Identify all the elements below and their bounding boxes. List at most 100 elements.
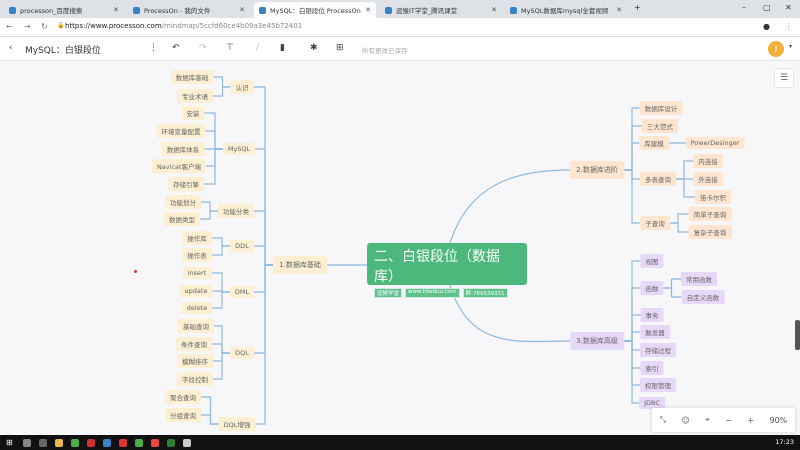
root-node[interactable]: 二、白银段位（数据库） 逗猴学堂 www.hlieduu.com 群:78953… <box>367 243 527 298</box>
topic-node[interactable]: MySQL <box>222 143 256 155</box>
mindmap-canvas[interactable]: 二、白银段位（数据库） 逗猴学堂 www.hlieduu.com 群:78953… <box>0 61 800 435</box>
chevron-down-icon[interactable]: ▾ <box>789 43 793 50</box>
magic-icon[interactable]: ✱ <box>310 43 318 53</box>
back-chevron-icon[interactable]: ‹ <box>9 43 13 53</box>
subtopic-node[interactable]: 自定义函数 <box>681 290 725 304</box>
topic-node[interactable]: 功能分类 <box>218 204 254 218</box>
subtopic-node[interactable]: 功能划分 <box>165 195 201 209</box>
subtopic-node[interactable]: 专业术语 <box>177 89 213 103</box>
zoom-in-button[interactable]: + <box>747 415 755 425</box>
topic-node[interactable]: DQL <box>230 347 254 359</box>
minimize-button[interactable]: – <box>742 3 746 12</box>
search-icon[interactable] <box>22 438 31 447</box>
topic-node[interactable]: DQL增强 <box>218 417 256 431</box>
chrome-icon[interactable] <box>70 438 79 447</box>
redo-icon[interactable]: ↷ <box>199 43 207 53</box>
subtopic-node[interactable]: 模糊排序 <box>177 354 213 368</box>
topic-node[interactable]: 子查询 <box>640 216 670 230</box>
fit-icon[interactable]: ⤡ <box>659 415 667 424</box>
close-tab-icon[interactable]: ✕ <box>239 6 245 14</box>
topic-node[interactable]: 多表查询 <box>640 172 676 186</box>
topic-node[interactable]: 函数 <box>640 281 664 295</box>
subtopic-node[interactable]: 字段控制 <box>177 372 213 386</box>
topic-node[interactable]: 触发器 <box>640 325 670 339</box>
topic-node[interactable]: 索引 <box>640 361 664 375</box>
reload-icon[interactable]: ↻ <box>41 22 48 31</box>
subtopic-node[interactable]: 复杂子查询 <box>688 225 732 239</box>
subtopic-node[interactable]: 聚合查询 <box>165 390 201 404</box>
branch-node[interactable]: 1.数据库基础 <box>273 256 327 274</box>
subtopic-node[interactable]: 简单子查询 <box>688 207 732 221</box>
subtopic-node[interactable]: update <box>179 285 213 297</box>
url-input[interactable]: https://www.processon.com/mindmap/5ccfd6… <box>65 22 302 30</box>
start-icon[interactable]: ⊞ <box>6 438 13 447</box>
zoom-out-button[interactable]: − <box>725 415 732 425</box>
subtopic-node[interactable]: 数据类型 <box>164 212 200 226</box>
branch-node[interactable]: 2.数据库进阶 <box>570 161 624 179</box>
undo-icon[interactable]: ↶ <box>172 43 180 53</box>
close-tab-icon[interactable]: ✕ <box>616 6 622 14</box>
topic-node[interactable]: 认识 <box>230 80 254 94</box>
close-tab-icon[interactable]: ✕ <box>365 6 371 14</box>
topic-node[interactable]: 三大范式 <box>642 119 678 133</box>
subtopic-node[interactable]: 内连接 <box>693 154 723 168</box>
format-painter-icon[interactable]: ⊤ <box>226 43 234 53</box>
explorer-icon[interactable] <box>54 438 63 447</box>
browser-tab[interactable]: 逗猴IT学堂_腾讯课堂✕ <box>380 2 502 18</box>
subtopic-node[interactable]: 数据库基础 <box>170 70 214 84</box>
topic-node[interactable]: DML <box>229 286 255 298</box>
back-icon[interactable]: ← <box>6 22 13 31</box>
grid-icon[interactable]: ⊞ <box>336 43 344 53</box>
app-icon[interactable] <box>102 438 111 447</box>
subtopic-node[interactable]: 存储引擎 <box>168 177 204 191</box>
menu-icon[interactable]: ⋮ <box>785 22 793 31</box>
topic-node[interactable]: 存储过程 <box>640 343 676 357</box>
close-tab-icon[interactable]: ✕ <box>113 6 119 14</box>
subtopic-node[interactable]: 操作表 <box>182 248 212 262</box>
branch-node[interactable]: 3.数据库高级 <box>570 332 624 350</box>
topic-node[interactable]: 库建模 <box>639 136 669 150</box>
avatar[interactable]: J <box>768 41 784 57</box>
subtopic-node[interactable]: 安装 <box>181 106 205 120</box>
subtopic-node[interactable]: 外连接 <box>693 172 723 186</box>
more-icon[interactable]: ⋮ <box>149 43 158 53</box>
topic-node[interactable]: 事务 <box>640 308 664 322</box>
subtopic-node[interactable]: 基础查询 <box>178 319 214 333</box>
browser-tab[interactable]: ProcessOn - 我的文件✕ <box>128 2 250 18</box>
browser-tab[interactable]: processon_百度搜索✕ <box>4 2 124 18</box>
excel-icon[interactable] <box>166 438 175 447</box>
app-icon[interactable] <box>134 438 143 447</box>
subtopic-node[interactable]: PowerDesinger <box>685 137 745 149</box>
subtopic-node[interactable]: 操作库 <box>182 231 212 245</box>
layout-icon[interactable]: ▮ <box>280 43 285 53</box>
topic-node[interactable]: DDL <box>230 240 254 252</box>
topic-node[interactable]: 数据库设计 <box>639 101 683 115</box>
app-icon[interactable] <box>182 438 191 447</box>
line-icon[interactable]: / <box>256 43 260 53</box>
app-icon[interactable] <box>118 438 127 447</box>
browser-tab[interactable]: MySQL数据库mysql全套视频✕ <box>505 2 627 18</box>
app-icon[interactable] <box>86 438 95 447</box>
forward-icon[interactable]: → <box>24 22 31 31</box>
app-icon[interactable] <box>150 438 159 447</box>
subtopic-node[interactable]: delete <box>181 302 213 314</box>
close-window-button[interactable]: ✕ <box>785 3 792 12</box>
browser-tab-active[interactable]: MySQL：白银段位 ProcessOn✕ <box>254 2 376 18</box>
document-title[interactable]: MySQL：白银段位 <box>25 46 101 56</box>
robot-icon[interactable]: ☺ <box>681 415 690 425</box>
subtopic-node[interactable]: Navicat客户端 <box>151 159 207 173</box>
maximize-button[interactable]: ▢ <box>763 3 771 12</box>
topic-node[interactable]: 视图 <box>640 254 664 268</box>
subtopic-node[interactable]: 常用函数 <box>681 272 717 286</box>
subtopic-node[interactable]: 条件查询 <box>176 337 212 351</box>
locate-icon[interactable]: ⌖ <box>705 415 710 424</box>
subtopic-node[interactable]: 分组查询 <box>165 408 201 422</box>
subtopic-node[interactable]: 数据库体系 <box>161 142 205 156</box>
subtopic-node[interactable]: 笛卡尔积 <box>695 190 731 204</box>
profile-icon[interactable]: ● <box>763 22 770 31</box>
topic-node[interactable]: 权限管理 <box>640 378 676 392</box>
side-panel-icon[interactable]: ☰ <box>774 68 794 88</box>
topic-node[interactable]: JDBC <box>639 397 665 409</box>
new-tab-button[interactable]: + <box>634 3 641 12</box>
task-view-icon[interactable] <box>38 438 47 447</box>
